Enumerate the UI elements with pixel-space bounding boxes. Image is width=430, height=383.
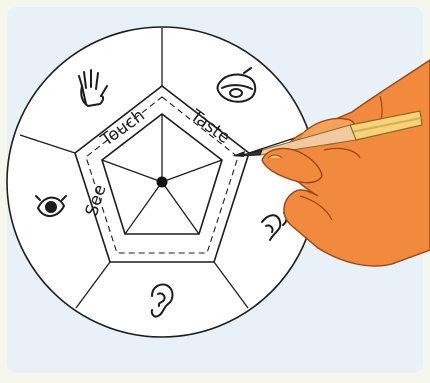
center-pin xyxy=(157,177,168,188)
